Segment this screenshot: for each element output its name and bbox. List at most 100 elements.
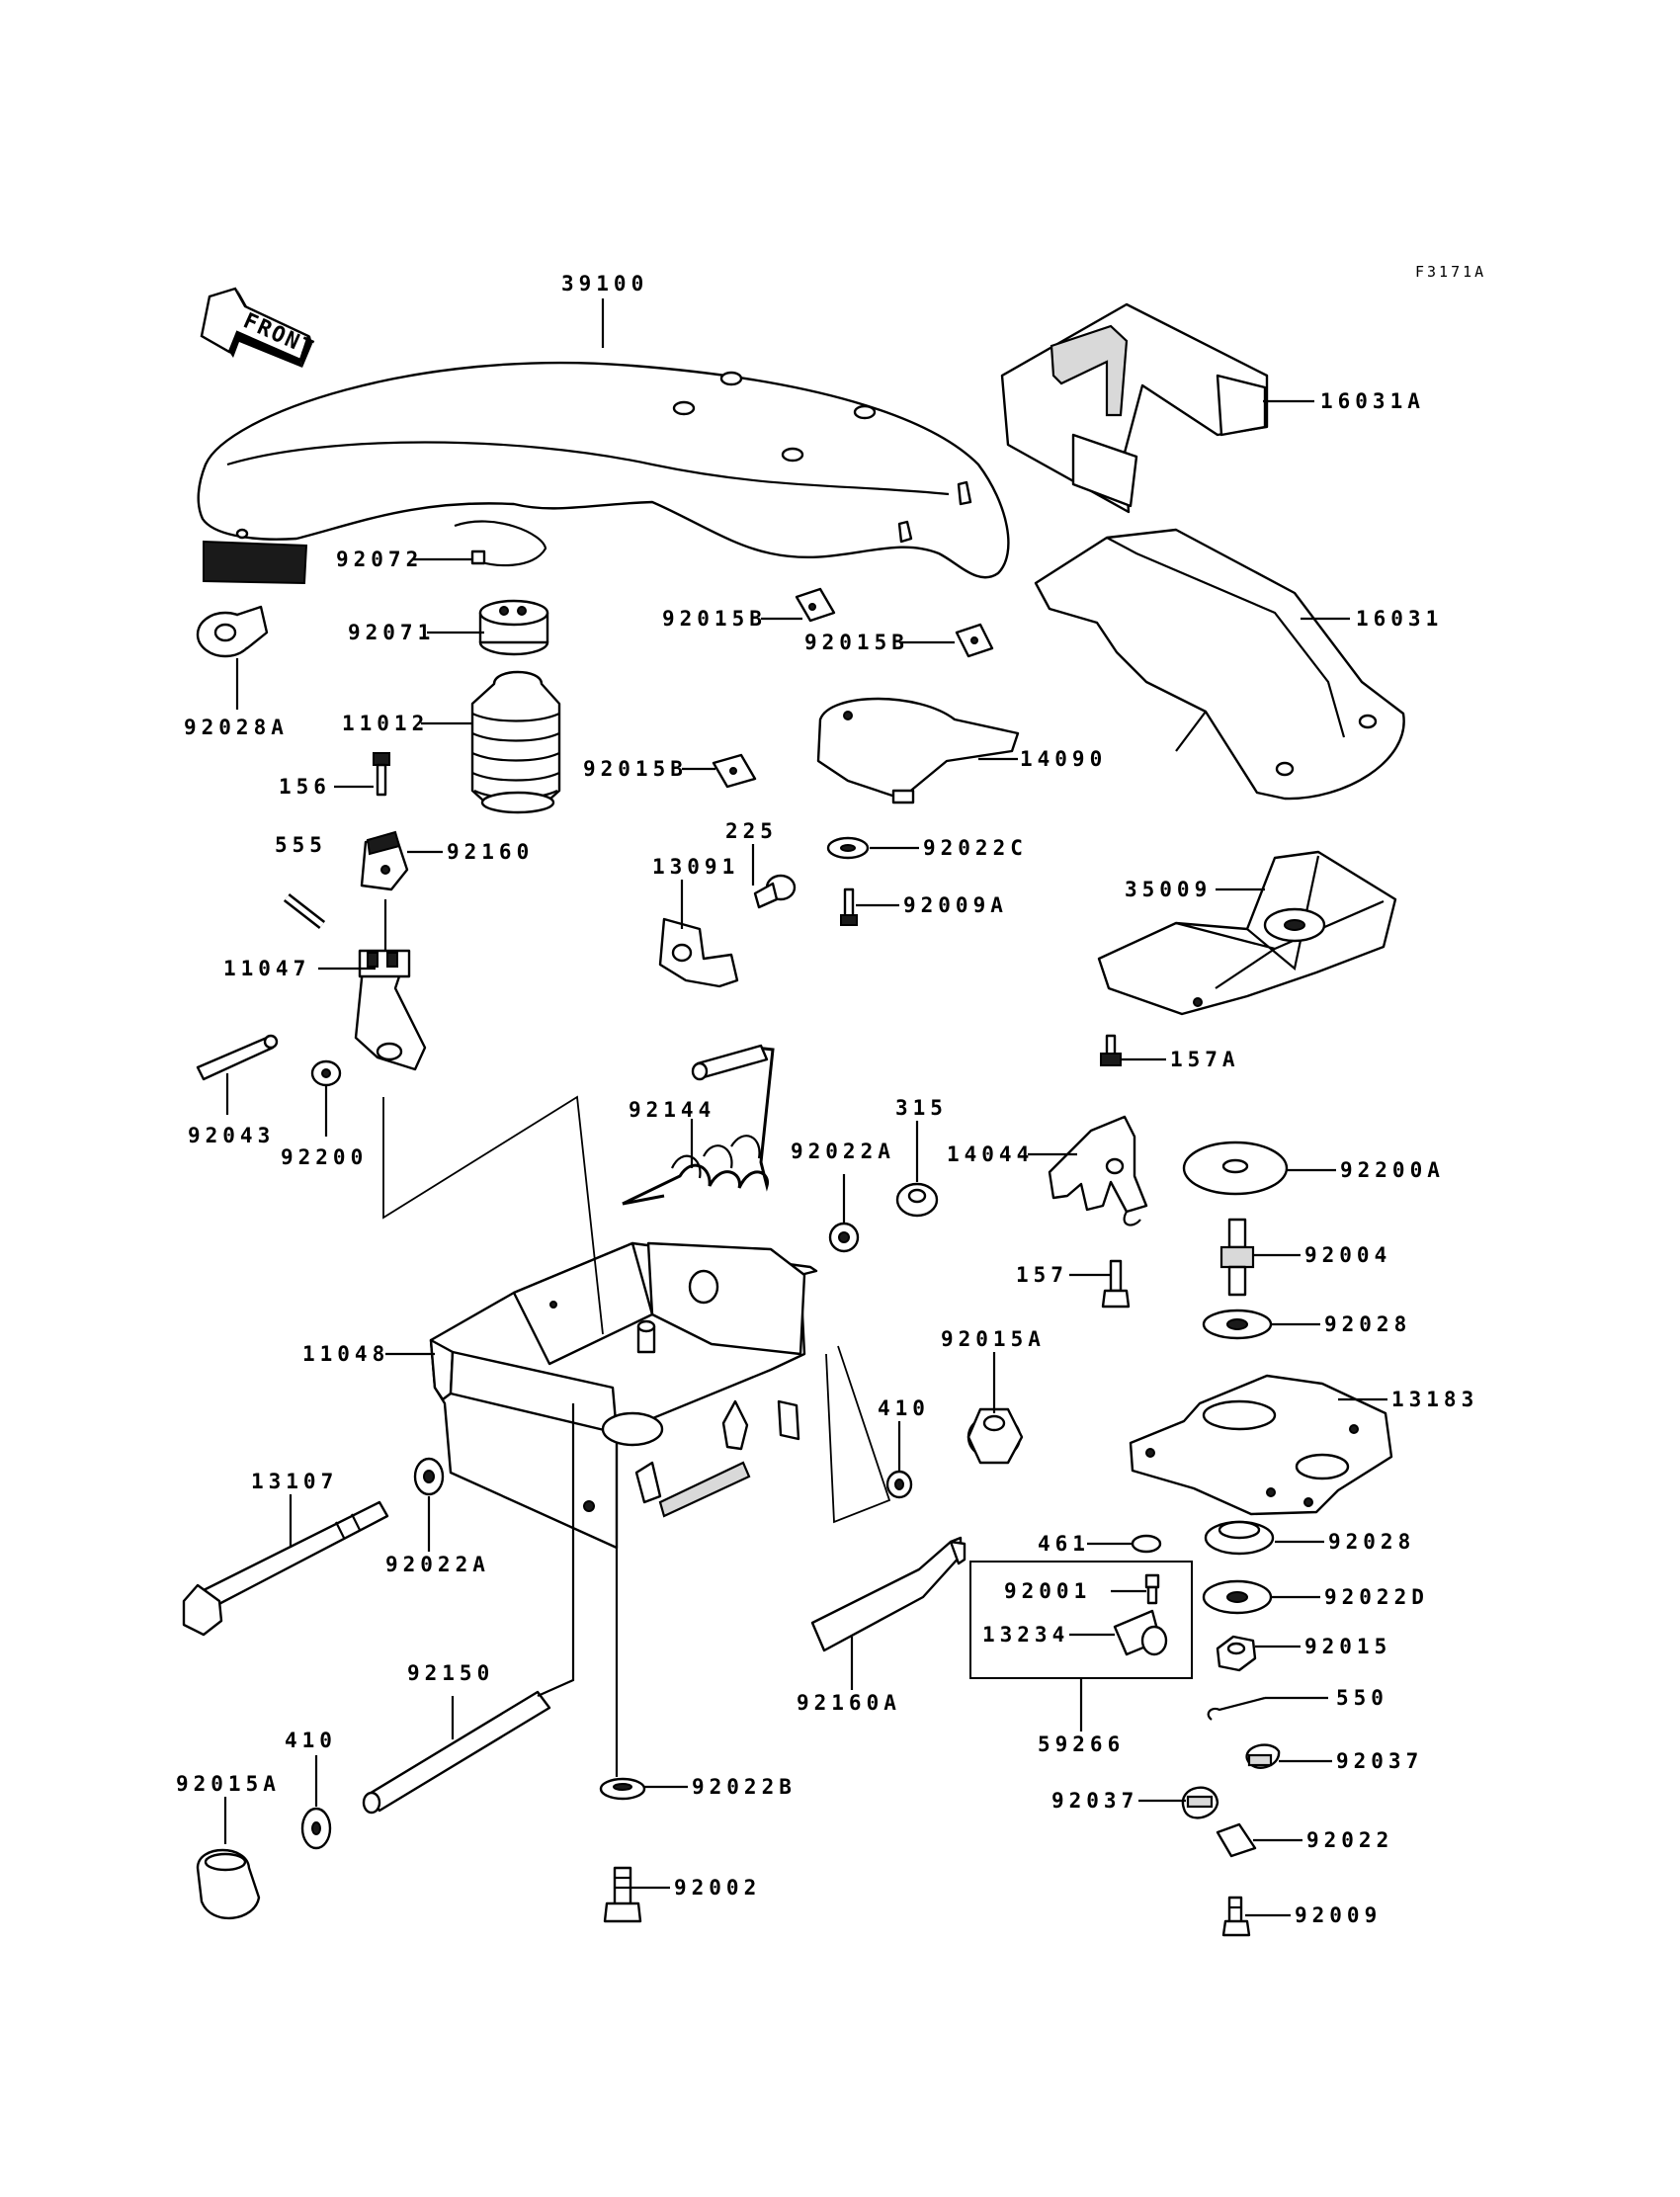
part-92009-screw <box>1221 1896 1251 1937</box>
label-14044: 14044 <box>947 1142 1034 1166</box>
label-550: 550 <box>1336 1686 1388 1710</box>
part-35009-base <box>1097 850 1397 1016</box>
label-410-1: 410 <box>878 1396 930 1420</box>
label-315: 315 <box>895 1096 948 1120</box>
label-92001: 92001 <box>1004 1579 1091 1603</box>
part-157-bolt <box>1101 1259 1131 1309</box>
label-157A: 157A <box>1170 1048 1240 1071</box>
part-92028A-mount <box>196 605 269 658</box>
part-16031-frame <box>1034 528 1405 801</box>
label-39100: 39100 <box>561 272 648 296</box>
part-92071-grommet <box>478 599 549 656</box>
part-92015B-clip-2 <box>955 623 994 658</box>
label-92028-2: 92028 <box>1328 1530 1415 1554</box>
part-11048-battery-box <box>429 1241 818 1550</box>
label-16031: 16031 <box>1356 607 1443 631</box>
label-11012: 11012 <box>342 712 429 735</box>
label-13091: 13091 <box>652 855 739 879</box>
part-92037-clip-1 <box>1245 1743 1281 1769</box>
label-92072: 92072 <box>336 548 423 571</box>
label-16031A: 16031A <box>1320 389 1425 413</box>
part-92200A-washer <box>1182 1141 1289 1196</box>
part-13091-bracket <box>658 917 739 988</box>
part-92028-washer-1 <box>1202 1309 1273 1340</box>
label-13234: 13234 <box>982 1623 1069 1647</box>
label-92160: 92160 <box>447 840 534 864</box>
part-92002-bolt <box>603 1866 642 1923</box>
label-92015B-3: 92015B <box>583 757 688 781</box>
label-92015: 92015 <box>1304 1635 1391 1658</box>
label-156: 156 <box>279 775 331 799</box>
label-225: 225 <box>725 819 778 843</box>
part-92022B-washer <box>599 1777 646 1801</box>
label-92004: 92004 <box>1304 1243 1391 1267</box>
part-461-nut <box>1131 1534 1162 1554</box>
label-92028A: 92028A <box>184 716 289 739</box>
label-11047: 11047 <box>223 957 310 980</box>
part-92022D-washer <box>1202 1579 1273 1615</box>
label-92043: 92043 <box>188 1124 275 1147</box>
part-225-bolt <box>753 874 797 909</box>
label-92009A: 92009A <box>903 893 1008 917</box>
label-92160A: 92160A <box>797 1691 901 1715</box>
front-arrow-icon: FRONT <box>200 287 318 368</box>
part-92160-block <box>360 830 409 891</box>
part-92015A-nut-center <box>966 1407 1024 1465</box>
label-13183: 13183 <box>1391 1388 1478 1411</box>
label-92022A-1: 92022A <box>791 1140 895 1163</box>
label-92037-1: 92037 <box>1336 1749 1423 1773</box>
label-92015B-2: 92015B <box>804 631 909 654</box>
label-157: 157 <box>1016 1263 1068 1287</box>
label-92015A-2: 92015A <box>176 1772 281 1796</box>
label-461: 461 <box>1038 1532 1090 1556</box>
part-92037-clip-2 <box>1181 1786 1219 1819</box>
part-14044-bracket <box>1048 1115 1148 1226</box>
part-13107-long-bolt <box>182 1500 389 1637</box>
part-92200-washer <box>310 1059 342 1087</box>
label-59266: 59266 <box>1038 1732 1125 1756</box>
part-92022A-washer-left <box>413 1457 445 1496</box>
part-39100-hood <box>197 361 1010 585</box>
part-92160A-pad <box>810 1536 966 1652</box>
label-92200A: 92200A <box>1340 1158 1445 1182</box>
label-410-2: 410 <box>285 1729 337 1752</box>
part-92015A-nut-left <box>196 1848 261 1919</box>
part-315-nut <box>895 1182 939 1218</box>
part-156-bolt <box>373 752 390 797</box>
part-157A-bolt <box>1100 1034 1122 1066</box>
part-14090-plate <box>816 697 1020 804</box>
part-92022A-washer-center <box>828 1222 860 1253</box>
part-92150-rod <box>362 1690 551 1815</box>
part-92072-band <box>454 520 547 567</box>
part-92004-stud <box>1219 1218 1255 1297</box>
label-92200: 92200 <box>281 1145 368 1169</box>
part-92043-pin <box>196 1034 279 1081</box>
part-16031A-clamp <box>1000 302 1269 514</box>
part-555-pin <box>283 893 326 929</box>
label-92009: 92009 <box>1295 1903 1382 1927</box>
part-92001-screw <box>1144 1573 1160 1605</box>
label-92150: 92150 <box>407 1661 494 1685</box>
label-92002: 92002 <box>674 1876 761 1900</box>
label-92071: 92071 <box>348 621 435 644</box>
part-92144-spring <box>622 1044 775 1206</box>
label-92037-2: 92037 <box>1051 1789 1138 1813</box>
label-92028-1: 92028 <box>1324 1312 1411 1336</box>
part-92009A-screw <box>840 887 858 926</box>
label-11048: 11048 <box>302 1342 389 1366</box>
label-92144: 92144 <box>629 1098 715 1122</box>
leader-lines <box>223 298 1387 1917</box>
label-92015B-1: 92015B <box>662 607 767 631</box>
part-13183-plate <box>1129 1374 1393 1516</box>
label-13107: 13107 <box>251 1470 338 1493</box>
part-92015-nut <box>1216 1635 1257 1672</box>
diagram-ref-code: F3171A <box>1415 263 1486 281</box>
part-labels: 39100 16031A 16031 92072 92071 11012 920… <box>176 272 1478 1927</box>
label-35009: 35009 <box>1125 878 1212 901</box>
label-92022B: 92022B <box>692 1775 797 1799</box>
part-92015B-clip-3 <box>712 753 757 789</box>
part-550-cotter-pin <box>1207 1696 1266 1721</box>
part-92022-clip <box>1216 1822 1257 1858</box>
label-92015A-1: 92015A <box>941 1327 1046 1351</box>
